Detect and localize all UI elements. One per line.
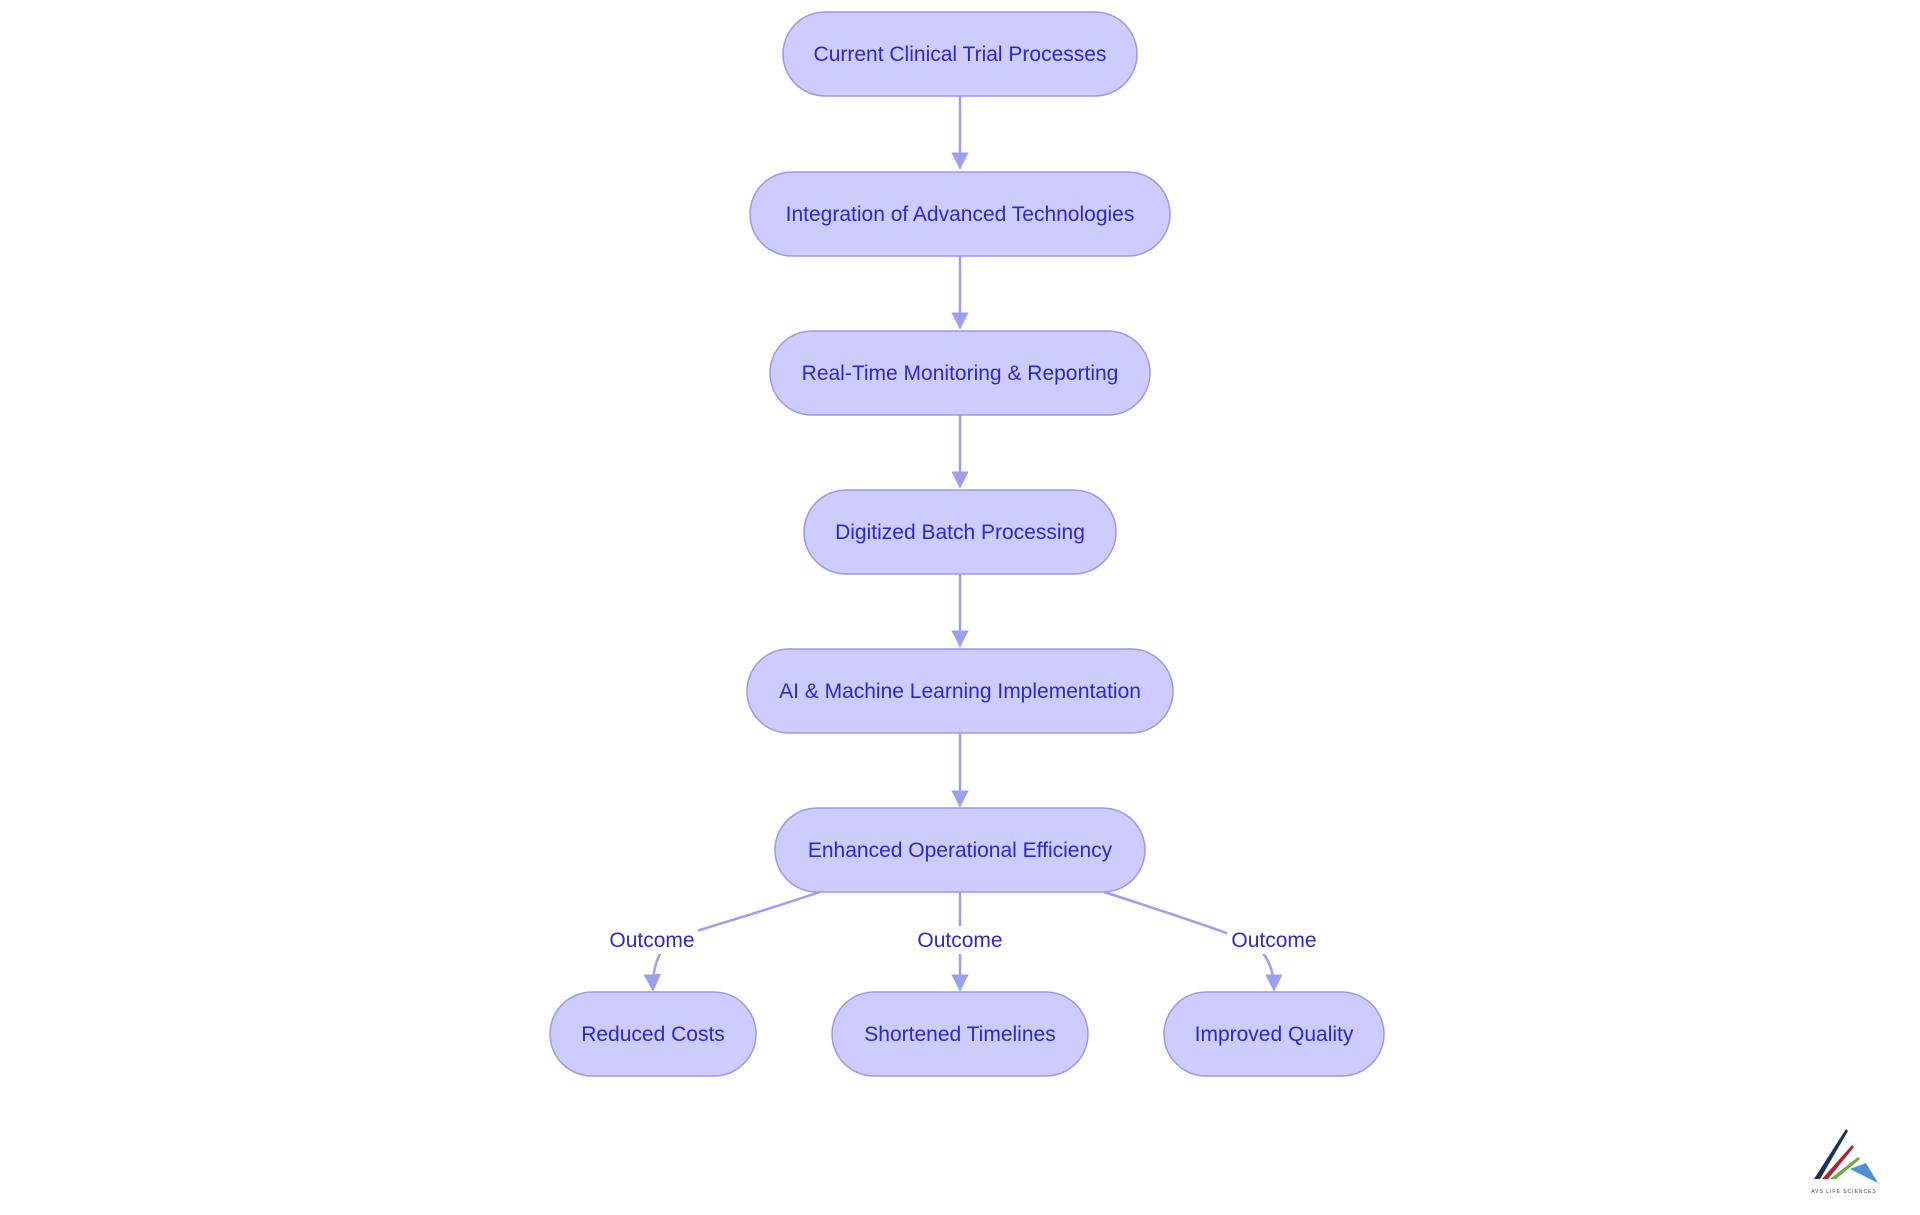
node-label: Shortened Timelines <box>864 1023 1055 1046</box>
node-label: Current Clinical Trial Processes <box>814 43 1107 66</box>
logo-stripe-navy <box>1814 1129 1848 1179</box>
node-ai-machine-learning-implementation[interactable]: AI & Machine Learning Implementation <box>746 648 1174 734</box>
avs-logo-icon: AVS LIFE SCIENCES <box>1811 1129 1878 1195</box>
edge-label-reduced-costs: Outcome <box>609 929 694 952</box>
node-improved-quality[interactable]: Improved Quality <box>1163 991 1385 1077</box>
node-label: Reduced Costs <box>581 1023 725 1046</box>
node-label: Digitized Batch Processing <box>835 521 1085 544</box>
node-integration-of-advanced-technologies[interactable]: Integration of Advanced Technologies <box>749 171 1171 257</box>
node-enhanced-operational-efficiency[interactable]: Enhanced Operational Efficiency <box>774 807 1146 893</box>
nodes: Current Clinical Trial Processes Integra… <box>549 11 1385 1077</box>
edge-label-shortened-timelines: Outcome <box>917 929 1002 952</box>
edge-label-improved-quality: Outcome <box>1231 929 1316 952</box>
logo-stripe-red <box>1822 1145 1854 1179</box>
edge-labels: Outcome Outcome Outcome <box>604 926 1321 954</box>
node-digitized-batch-processing[interactable]: Digitized Batch Processing <box>803 489 1117 575</box>
node-shortened-timelines[interactable]: Shortened Timelines <box>831 991 1089 1077</box>
node-label: Improved Quality <box>1195 1023 1354 1046</box>
logo-stripe-green <box>1830 1157 1860 1179</box>
node-real-time-monitoring-reporting[interactable]: Real-Time Monitoring & Reporting <box>769 330 1151 416</box>
node-label: Real-Time Monitoring & Reporting <box>802 362 1119 385</box>
node-label: Integration of Advanced Technologies <box>786 203 1135 226</box>
node-label: AI & Machine Learning Implementation <box>779 680 1141 703</box>
node-reduced-costs[interactable]: Reduced Costs <box>549 991 757 1077</box>
logo-stripe-blue <box>1850 1163 1878 1183</box>
node-label: Enhanced Operational Efficiency <box>808 839 1113 862</box>
node-current-clinical-trial-processes[interactable]: Current Clinical Trial Processes <box>782 11 1138 97</box>
logo-caption: AVS LIFE SCIENCES <box>1811 1189 1877 1195</box>
